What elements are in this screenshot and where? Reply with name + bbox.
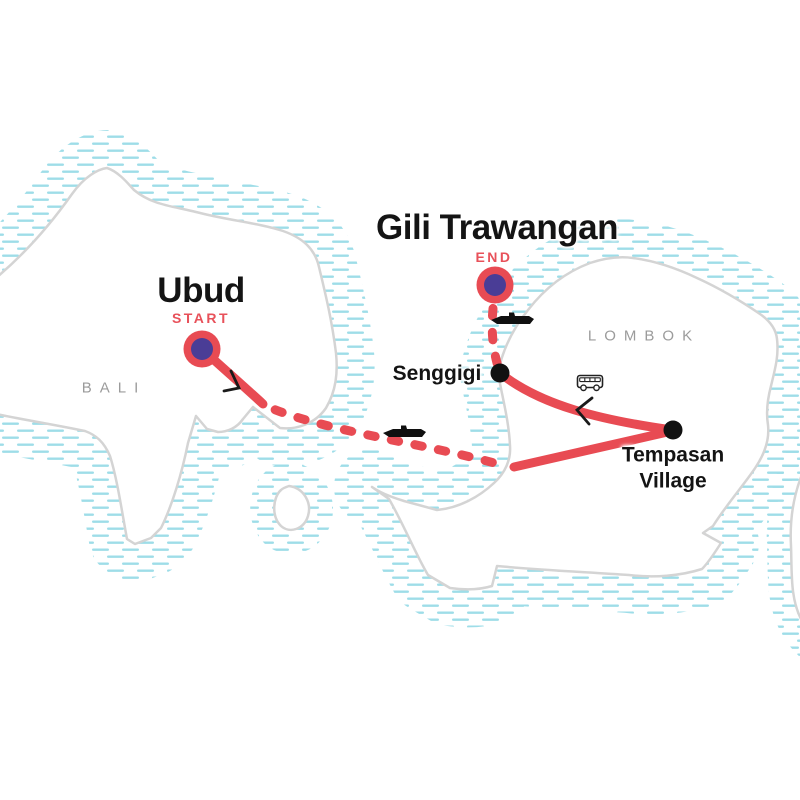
route-leg-ferry-bali-lombok [261,401,510,471]
start-marker [183,330,221,368]
arrow-west-icon [574,396,594,426]
tag-start: START [171,310,231,326]
end-marker [476,266,514,304]
route-leg-tempasan-senggigi [495,368,677,435]
route-leg-coast-tempasan [509,426,677,472]
boat-icon [383,425,426,437]
senggigi-dot [490,363,510,383]
tag-end: END [475,249,513,265]
islet-nusa [273,484,311,532]
tempasan-dot [663,420,683,440]
region-label-bali: BALI [81,379,147,397]
label-gili-trawangan: Gili Trawangan [376,208,618,247]
direction-arrows [222,369,594,426]
bus-icon [576,374,604,392]
transport-icons [383,312,604,437]
stop-markers [183,266,683,440]
island-lombok [370,255,779,591]
label-ubud: Ubud [157,271,245,310]
region-label-lombok: LOMBOK [587,327,701,345]
island-edge-east [789,476,800,620]
arrow-southeast-icon [222,369,242,393]
label-tempasan-village: Tempasan Village [621,443,725,492]
label-senggigi: Senggigi [392,362,482,385]
island-bali [0,166,338,546]
islands [0,166,800,620]
